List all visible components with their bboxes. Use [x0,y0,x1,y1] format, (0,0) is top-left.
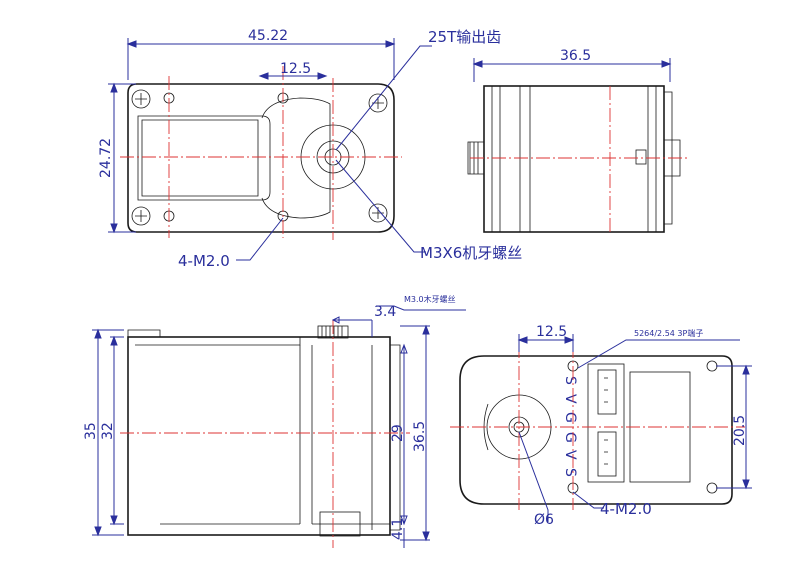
front-view-body [127,336,391,536]
pin-label-2: V [562,394,578,404]
dim-bottom-height: 20.5 [732,415,748,446]
dim-shaft: Ø6 [534,512,554,528]
dim-length: 36.5 [560,48,591,64]
top-view-inner-plate [137,115,271,201]
dim-width: 45.22 [248,28,288,44]
pin-label-1: S [562,376,578,385]
side-view-body [483,85,665,233]
dim-height: 24.72 [98,138,114,178]
pin-label-4: G [562,432,578,443]
label-mount-holes: 4-M2.0 [178,252,230,270]
label-output-gear: 25T输出齿 [428,28,501,46]
top-view-inner-plate-2 [141,119,259,197]
dim-bottom-hole-spacing: 12.5 [536,324,567,340]
dim-offset: 3.4 [374,304,396,320]
label-bottom-holes: 4-M2.0 [600,500,652,518]
bottom-view: S V G G V S 12.5 5264/2.54 3P端子 20.5 Ø6 … [450,324,752,528]
pin-label-3: G [562,412,578,423]
dim-body-height: 29 [390,424,406,442]
side-view: 36.5 [467,48,690,233]
dim-hole-spacing: 12.5 [280,61,311,77]
pin-label-5: V [562,450,578,460]
dim-outer-height: 35 [83,422,99,440]
front-view: 35 32 3.4 M3.0木牙螺丝 29 36.5 4.1 [83,294,466,548]
label-front-screw: M3.0木牙螺丝 [404,294,456,304]
top-view-gear-housing [261,97,331,219]
bottom-view-outline [459,355,733,505]
top-view-outline [127,83,395,233]
label-connector: 5264/2.54 3P端子 [634,328,703,338]
dim-bottom: 4.1 [390,518,406,540]
label-screw: M3X6机牙螺丝 [420,244,522,262]
pin-label-6: S [562,468,578,477]
top-view: 45.22 12.5 24.72 25T输出齿 M3X6机牙螺丝 4-M2.0 [98,28,522,270]
dim-inner-height: 32 [100,422,116,440]
dim-total-height: 36.5 [412,421,428,452]
connector-block [587,363,625,483]
